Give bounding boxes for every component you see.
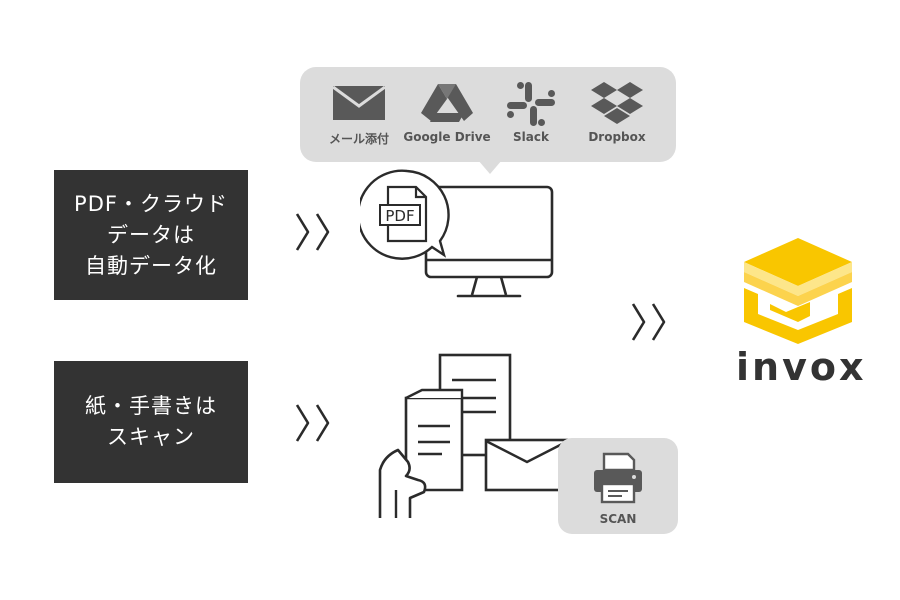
double-chevron-right-icon bbox=[295, 404, 330, 442]
dropbox-icon bbox=[591, 82, 643, 124]
paper-documents-illustration bbox=[378, 353, 570, 518]
service-label: Dropbox bbox=[588, 130, 646, 144]
scan-box: SCAN bbox=[558, 438, 678, 534]
double-chevron-right-icon bbox=[295, 213, 330, 251]
bubble-tail bbox=[478, 160, 502, 174]
printer-scanner-icon bbox=[594, 452, 642, 504]
digital-label-line-3: 自動データ化 bbox=[85, 253, 217, 278]
paper-scan-label-box: 紙・手書きは スキャン bbox=[54, 361, 248, 483]
computer-monitor-illustration: PDF bbox=[360, 169, 554, 298]
digital-label-line-2: データは bbox=[107, 222, 195, 247]
digital-label-line-1: PDF・クラウド bbox=[74, 191, 228, 216]
service-google-drive: Google Drive bbox=[402, 80, 492, 144]
service-slack: Slack bbox=[486, 80, 576, 144]
scan-label: SCAN bbox=[599, 512, 637, 526]
service-label: Google Drive bbox=[403, 130, 491, 144]
paper-label-line-1: 紙・手書きは bbox=[85, 394, 217, 418]
service-dropbox: Dropbox bbox=[572, 80, 662, 144]
service-label: Slack bbox=[513, 130, 549, 144]
service-label: メール添付 bbox=[328, 132, 389, 146]
digital-data-label-box: PDF・クラウド データは 自動データ化 bbox=[54, 170, 248, 300]
invox-logo-text: invox bbox=[736, 345, 867, 389]
slack-icon bbox=[507, 82, 555, 126]
google-drive-icon bbox=[421, 84, 473, 122]
paper-label-line-2: スキャン bbox=[107, 425, 195, 449]
service-mail: メール添付 bbox=[314, 80, 404, 147]
double-chevron-right-icon bbox=[631, 303, 666, 341]
invox-logo-mark bbox=[744, 238, 852, 344]
pdf-badge-text: PDF bbox=[385, 207, 414, 225]
mail-icon bbox=[332, 85, 386, 120]
